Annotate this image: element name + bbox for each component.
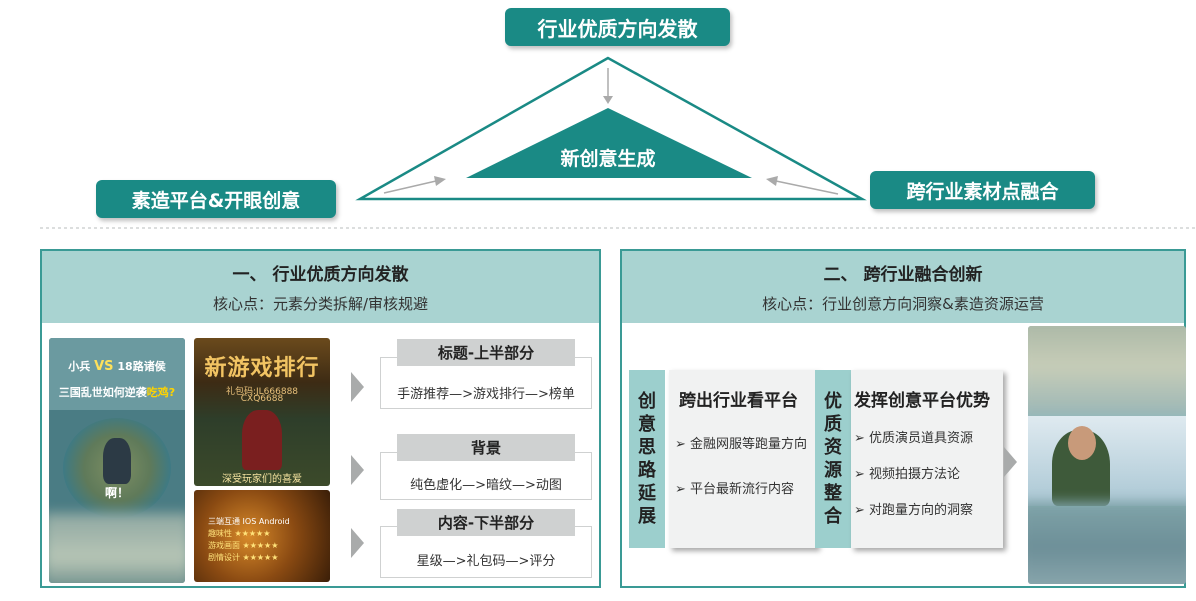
card1-item: ➢ 平台最新流行内容 xyxy=(675,482,795,497)
ad-image-2-title: 新游戏排行 xyxy=(204,355,320,381)
panel2-subtitle: 核心点：行业创意方向洞察&素造资源运营 xyxy=(762,295,1044,313)
arrow-down-head xyxy=(603,96,613,104)
card2-item: ➢ 优质演员道具资源 xyxy=(854,431,974,446)
card1-item: ➢ 金融网服等跑量方向 xyxy=(675,437,808,452)
row2-text: 纯色虚化—>暗纹—>动图 xyxy=(410,477,562,493)
video-thumbnail xyxy=(1028,326,1186,584)
row3-label-text: 内容-下半部分 xyxy=(437,514,535,532)
arrow-left-head xyxy=(766,176,778,186)
row1-label: 标题-上半部分 xyxy=(397,339,575,366)
card-platform-advantage: 发挥创意平台优势 ➢ 优质演员道具资源 ➢ 视频拍摄方法论 ➢ 对跑量方向的洞察 xyxy=(851,370,1003,548)
triangle-diagram xyxy=(40,56,1196,229)
ad-image-3-line3: 游戏画面 ★★★★★ xyxy=(208,541,279,550)
column-creative-extension: 创意思 路延展 xyxy=(629,370,665,548)
center-label: 新创意生成 xyxy=(540,142,676,172)
video-thumbnail-bottom xyxy=(1028,502,1186,584)
card1-title: 跨出行业看平台 xyxy=(679,391,798,411)
outer-triangle xyxy=(355,56,867,201)
arrow-right xyxy=(383,180,437,194)
ad-image-1-bottom-text: 啊！ xyxy=(104,486,129,500)
chevron-right-icon xyxy=(351,372,364,402)
ad-image-3-line1: 三端互通 IOS Android xyxy=(208,517,290,526)
row3-text: 星级—>礼包码—>评分 xyxy=(416,553,556,569)
ad-image-3: 三端互通 IOS Android 趣味性 ★★★★★ 游戏画面 ★★★★★ 剧情… xyxy=(194,490,330,582)
arrow-left xyxy=(775,180,839,195)
chevron-right-icon xyxy=(1004,447,1017,477)
center-label-text: 新创意生成 xyxy=(560,147,656,170)
right-label: 跨行业素材点融合 xyxy=(870,171,1095,209)
video-thumbnail-face xyxy=(1068,426,1096,460)
left-label: 素造平台&开眼创意 xyxy=(96,180,336,218)
panel2-title: 二、 跨行业融合创新 xyxy=(823,265,983,285)
row1-text: 手游推荐—>游戏排行—>榜单 xyxy=(397,386,575,402)
chevron-right-icon xyxy=(351,528,364,558)
row3-label: 内容-下半部分 xyxy=(397,509,575,536)
ad-image-1-line2: 三国乱世如何逆袭吃鸡? xyxy=(58,386,176,399)
ad-image-2-small2: CXQ6688 xyxy=(240,394,284,404)
ad-image-2-small1: 礼包码:JL666888 xyxy=(225,387,299,397)
arrow-right-head xyxy=(434,176,446,186)
card2-title: 发挥创意平台优势 xyxy=(854,391,990,411)
inner-triangle xyxy=(466,108,752,178)
video-thumbnail-top xyxy=(1028,326,1186,416)
ad-image-1-top xyxy=(49,338,185,410)
panel1-header: 一、 行业优质方向发散 核心点：元素分类拆解/审核规避 xyxy=(42,251,599,323)
ad-image-1-figure xyxy=(103,438,131,484)
ad-image-1-blurred xyxy=(49,513,185,583)
panel1-subtitle: 核心点：元素分类拆解/审核规避 xyxy=(212,295,429,313)
card2-item: ➢ 对跑量方向的洞察 xyxy=(854,503,974,518)
ad-image-3-line4: 剧情设计 ★★★★★ xyxy=(208,553,279,562)
column-resource-integration: 优质资 源整合 xyxy=(815,370,851,548)
ad-image-3-line2: 趣味性 ★★★★★ xyxy=(208,529,271,538)
card-cross-industry: 跨出行业看平台 ➢ 金融网服等跑量方向 ➢ 平台最新流行内容 xyxy=(669,370,817,548)
apex-label-text: 行业优质方向发散 xyxy=(537,16,698,41)
row2-label: 背景 xyxy=(397,434,575,461)
left-label-text: 素造平台&开眼创意 xyxy=(131,189,301,212)
ad-image-2-character xyxy=(242,410,282,470)
card2-item: ➢ 视频拍摄方法论 xyxy=(854,467,961,482)
ad-image-1: 小兵 VS 18路诸侯 三国乱世如何逆袭吃鸡? 啊！ xyxy=(49,338,185,583)
panel2-header: 二、 跨行业融合创新 核心点：行业创意方向洞察&素造资源运营 xyxy=(622,251,1184,323)
row1-label-text: 标题-上半部分 xyxy=(437,344,535,362)
ad-image-2: 新游戏排行 礼包码:JL666888 CXQ6688 深受玩家们的喜爱 xyxy=(194,338,330,486)
right-label-text: 跨行业素材点融合 xyxy=(906,180,1059,203)
row2-label-text: 背景 xyxy=(470,439,501,457)
chevron-right-icon xyxy=(351,455,364,485)
apex-label: 行业优质方向发散 xyxy=(505,8,730,46)
ad-image-2-bottom: 深受玩家们的喜爱 xyxy=(222,474,302,485)
ad-image-1-line1: 小兵 VS 18路诸侯 xyxy=(68,359,166,374)
panel1-title: 一、 行业优质方向发散 xyxy=(232,265,409,285)
